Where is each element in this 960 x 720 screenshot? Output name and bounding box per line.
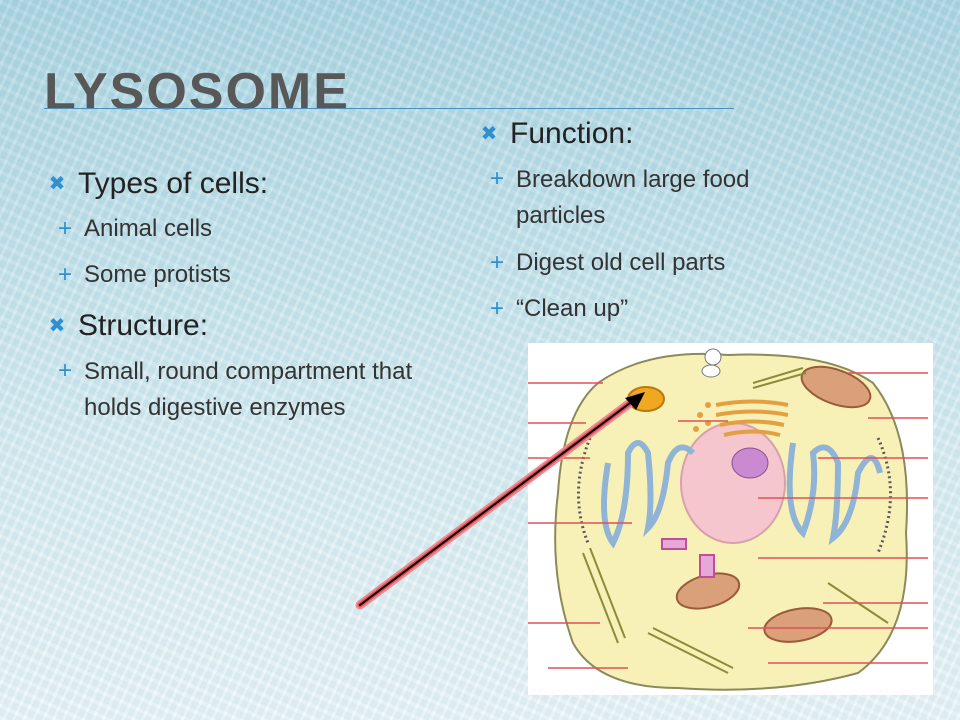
sub-bullet-digest: + Digest old cell parts <box>476 246 896 280</box>
plus-bullet-icon: + <box>489 295 504 322</box>
animal-cell-diagram <box>528 343 933 695</box>
bullet-function: ✖ Function: <box>476 116 896 152</box>
sub-bullet-clean-up: + “Clean up” <box>476 292 896 326</box>
slide-title: Lysosome <box>44 63 350 121</box>
sub-bullet-structure-desc: + Small, round compartment that holds di… <box>44 354 454 426</box>
plus-bullet-icon: + <box>57 261 72 288</box>
golgi-apparatus <box>715 399 789 437</box>
sub-bullet-breakdown: + Breakdown large food particles <box>476 162 836 234</box>
plus-bullet-icon: + <box>57 215 72 242</box>
bullet-label: Function: <box>510 117 634 150</box>
mitochondria <box>675 365 872 643</box>
left-column: ✖ Types of cells: + Animal cells + Some … <box>44 166 464 438</box>
lysosome <box>627 386 665 412</box>
right-column: ✖ Function: + Breakdown large food parti… <box>476 116 896 338</box>
plus-bullet-icon: + <box>57 357 72 384</box>
vacuole <box>704 348 722 366</box>
bullet-label: Types of cells: <box>78 167 269 200</box>
title-underline <box>44 108 734 109</box>
nucleus <box>680 422 786 544</box>
bullet-types-of-cells: ✖ Types of cells: <box>44 166 464 202</box>
plus-bullet-icon: + <box>489 249 504 276</box>
x-bullet-icon: ✖ <box>48 173 66 195</box>
animal-cell-illustration <box>528 348 928 691</box>
plus-bullet-icon: + <box>489 165 504 192</box>
sub-bullet-label: Animal cells <box>84 215 213 242</box>
sub-bullet-animal-cells: + Animal cells <box>44 212 464 246</box>
sub-bullet-some-protists: + Some protists <box>44 258 464 292</box>
sub-bullet-label: Breakdown large food particles <box>516 166 750 229</box>
endoplasmic-reticulum-right <box>786 442 883 546</box>
x-bullet-icon: ✖ <box>48 315 66 337</box>
bullet-structure: ✖ Structure: <box>44 308 464 344</box>
sub-bullet-label: Some protists <box>84 261 231 288</box>
sub-bullet-label: Small, round compartment that holds dige… <box>84 358 413 421</box>
x-bullet-icon: ✖ <box>480 123 498 145</box>
sub-bullet-label: Digest old cell parts <box>516 249 726 276</box>
bullet-label: Structure: <box>78 309 209 342</box>
sub-bullet-label: “Clean up” <box>516 295 629 322</box>
centrioles <box>661 538 715 578</box>
nucleolus <box>731 447 769 479</box>
